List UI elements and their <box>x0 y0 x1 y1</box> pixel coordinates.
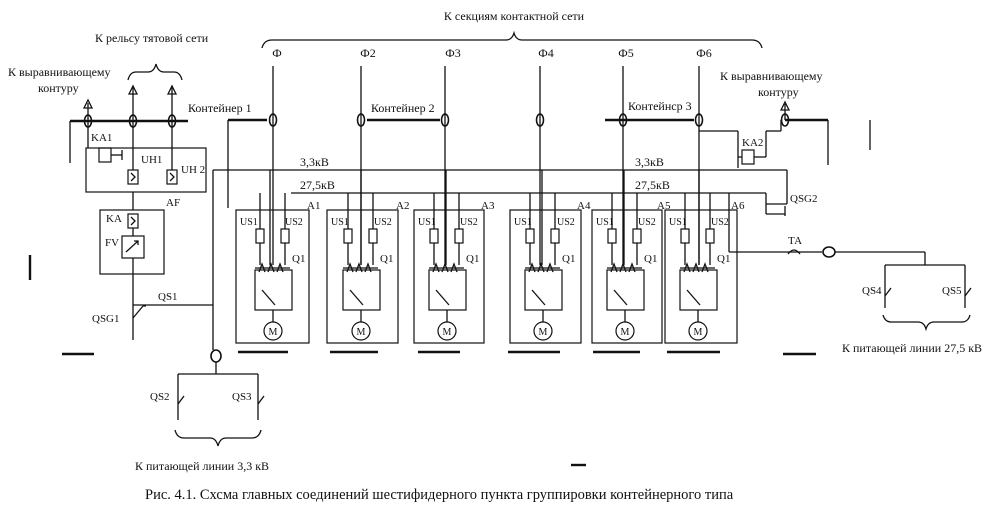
uh2-label: UH 2 <box>181 164 205 176</box>
supply-33-brace <box>174 429 262 447</box>
uh2-sensor <box>166 169 178 185</box>
unit-a5: A5 US1 US2 Q1 M <box>591 170 671 344</box>
equalizing-right-label-2: контуру <box>758 85 799 99</box>
svg-text:A2: A2 <box>396 200 409 212</box>
fv-label: FV <box>105 237 119 249</box>
svg-text:Q1: Q1 <box>644 253 657 265</box>
svg-text:Q1: Q1 <box>562 253 575 265</box>
qs1-label: QS1 <box>158 291 178 303</box>
right-insulator <box>822 246 836 258</box>
feeder-labels: Ф Ф2 Ф3 Ф4 Ф5 Ф6 <box>272 46 711 60</box>
qs3-label: QS3 <box>232 391 252 403</box>
ka1-relay <box>98 147 112 163</box>
qs2-switch <box>177 395 185 405</box>
svg-text:Q1: Q1 <box>292 253 305 265</box>
container-walls <box>227 118 829 208</box>
unit-a4: A4 US1 US2 Q1 M <box>509 170 591 344</box>
supply-275-brace <box>882 314 971 332</box>
qsg1-label: QSG1 <box>92 313 120 325</box>
ka-label: KA <box>106 213 122 225</box>
ta-transformer <box>787 249 801 255</box>
svg-text:M: M <box>443 327 452 338</box>
bus-33-left-label: 3,3кВ <box>300 155 329 169</box>
svg-text:US2: US2 <box>460 217 478 228</box>
svg-text:M: M <box>269 327 278 338</box>
qs5-label: QS5 <box>942 285 962 297</box>
bottom-insulator <box>210 349 222 363</box>
svg-text:A1: A1 <box>307 200 320 212</box>
container-label-2: Контейнер 2 <box>371 101 435 115</box>
svg-text:Q1: Q1 <box>717 253 730 265</box>
svg-text:US1: US1 <box>669 217 687 228</box>
af-block <box>99 209 165 275</box>
supply-275-label: К питающей линии 27,5 кВ <box>842 341 982 355</box>
qsg2-label: QSG2 <box>790 193 818 205</box>
svg-text:US1: US1 <box>240 217 258 228</box>
svg-text:Q1: Q1 <box>380 253 393 265</box>
ka-sensor <box>127 213 139 229</box>
rail-arrows <box>82 84 178 121</box>
feeder-label-1: Ф <box>272 46 281 60</box>
svg-text:Q1: Q1 <box>466 253 479 265</box>
svg-text:M: M <box>357 327 366 338</box>
ka2-relay <box>741 149 755 165</box>
svg-text:US2: US2 <box>374 217 392 228</box>
svg-text:US2: US2 <box>638 217 656 228</box>
figure-caption: Рис. 4.1. Схсма главных соединений шести… <box>145 487 734 503</box>
unit-a1: A1 US1 US2 Q1 M <box>235 170 320 344</box>
feeder-label-4: Ф4 <box>538 46 553 60</box>
svg-text:M: M <box>621 327 630 338</box>
svg-text:US1: US1 <box>514 217 532 228</box>
rail-label: К рельсу тятовой сети <box>95 31 209 45</box>
svg-text:US1: US1 <box>596 217 614 228</box>
ka1-label: KA1 <box>91 132 112 144</box>
svg-text:US2: US2 <box>711 217 729 228</box>
bus-275-right-label: 27,5кВ <box>635 178 670 192</box>
qs2-label: QS2 <box>150 391 170 403</box>
container-label-1: Контейнер 1 <box>188 101 252 115</box>
equalizing-left-label-2: контуру <box>38 81 79 95</box>
fv-arrester <box>121 235 145 259</box>
svg-text:US2: US2 <box>285 217 303 228</box>
svg-text:M: M <box>694 327 703 338</box>
ka2-label: KA2 <box>742 137 763 149</box>
svg-text:A6: A6 <box>731 200 745 212</box>
svg-text:M: M <box>539 327 548 338</box>
svg-text:US1: US1 <box>418 217 436 228</box>
rail-brace <box>127 63 183 81</box>
bus-275-left-label: 27,5кВ <box>300 178 335 192</box>
container-label-3: Контейнср 3 <box>628 99 692 113</box>
sections-label: К секциям контактной сети <box>444 9 585 23</box>
feeder-label-6: Ф6 <box>696 46 711 60</box>
qs4-label: QS4 <box>862 285 882 297</box>
svg-text:A3: A3 <box>481 200 495 212</box>
qs3-switch <box>257 395 265 405</box>
af-label: AF <box>166 197 180 209</box>
feeder-label-3: Ф3 <box>445 46 460 60</box>
uh-block <box>85 147 207 193</box>
unit-a6: A6 US1 US2 Q1 M <box>664 170 745 344</box>
uh1-sensor <box>127 169 139 185</box>
ta-label: ТА <box>788 235 802 247</box>
equalizing-right-label-1: К выравнивающему <box>720 69 823 83</box>
svg-text:US1: US1 <box>331 217 349 228</box>
supply-33-label: К питающей линии 3,3 кВ <box>135 459 269 473</box>
uh1-label: UH1 <box>141 154 162 166</box>
qs5-switch <box>964 287 972 297</box>
svg-text:A5: A5 <box>657 200 671 212</box>
unit-a2: A2 US1 US2 Q1 M <box>326 170 409 344</box>
svg-text:A4: A4 <box>577 200 591 212</box>
feeder-label-5: Ф5 <box>618 46 633 60</box>
bus-33-right-label: 3,3кВ <box>635 155 664 169</box>
equalizing-left-label-1: К выравнивающему <box>8 65 111 79</box>
sections-brace <box>261 30 763 49</box>
qs4-switch <box>884 287 892 297</box>
feeder-label-2: Ф2 <box>360 46 375 60</box>
svg-text:US2: US2 <box>557 217 575 228</box>
unit-a3: A3 US1 US2 Q1 M <box>413 170 495 344</box>
